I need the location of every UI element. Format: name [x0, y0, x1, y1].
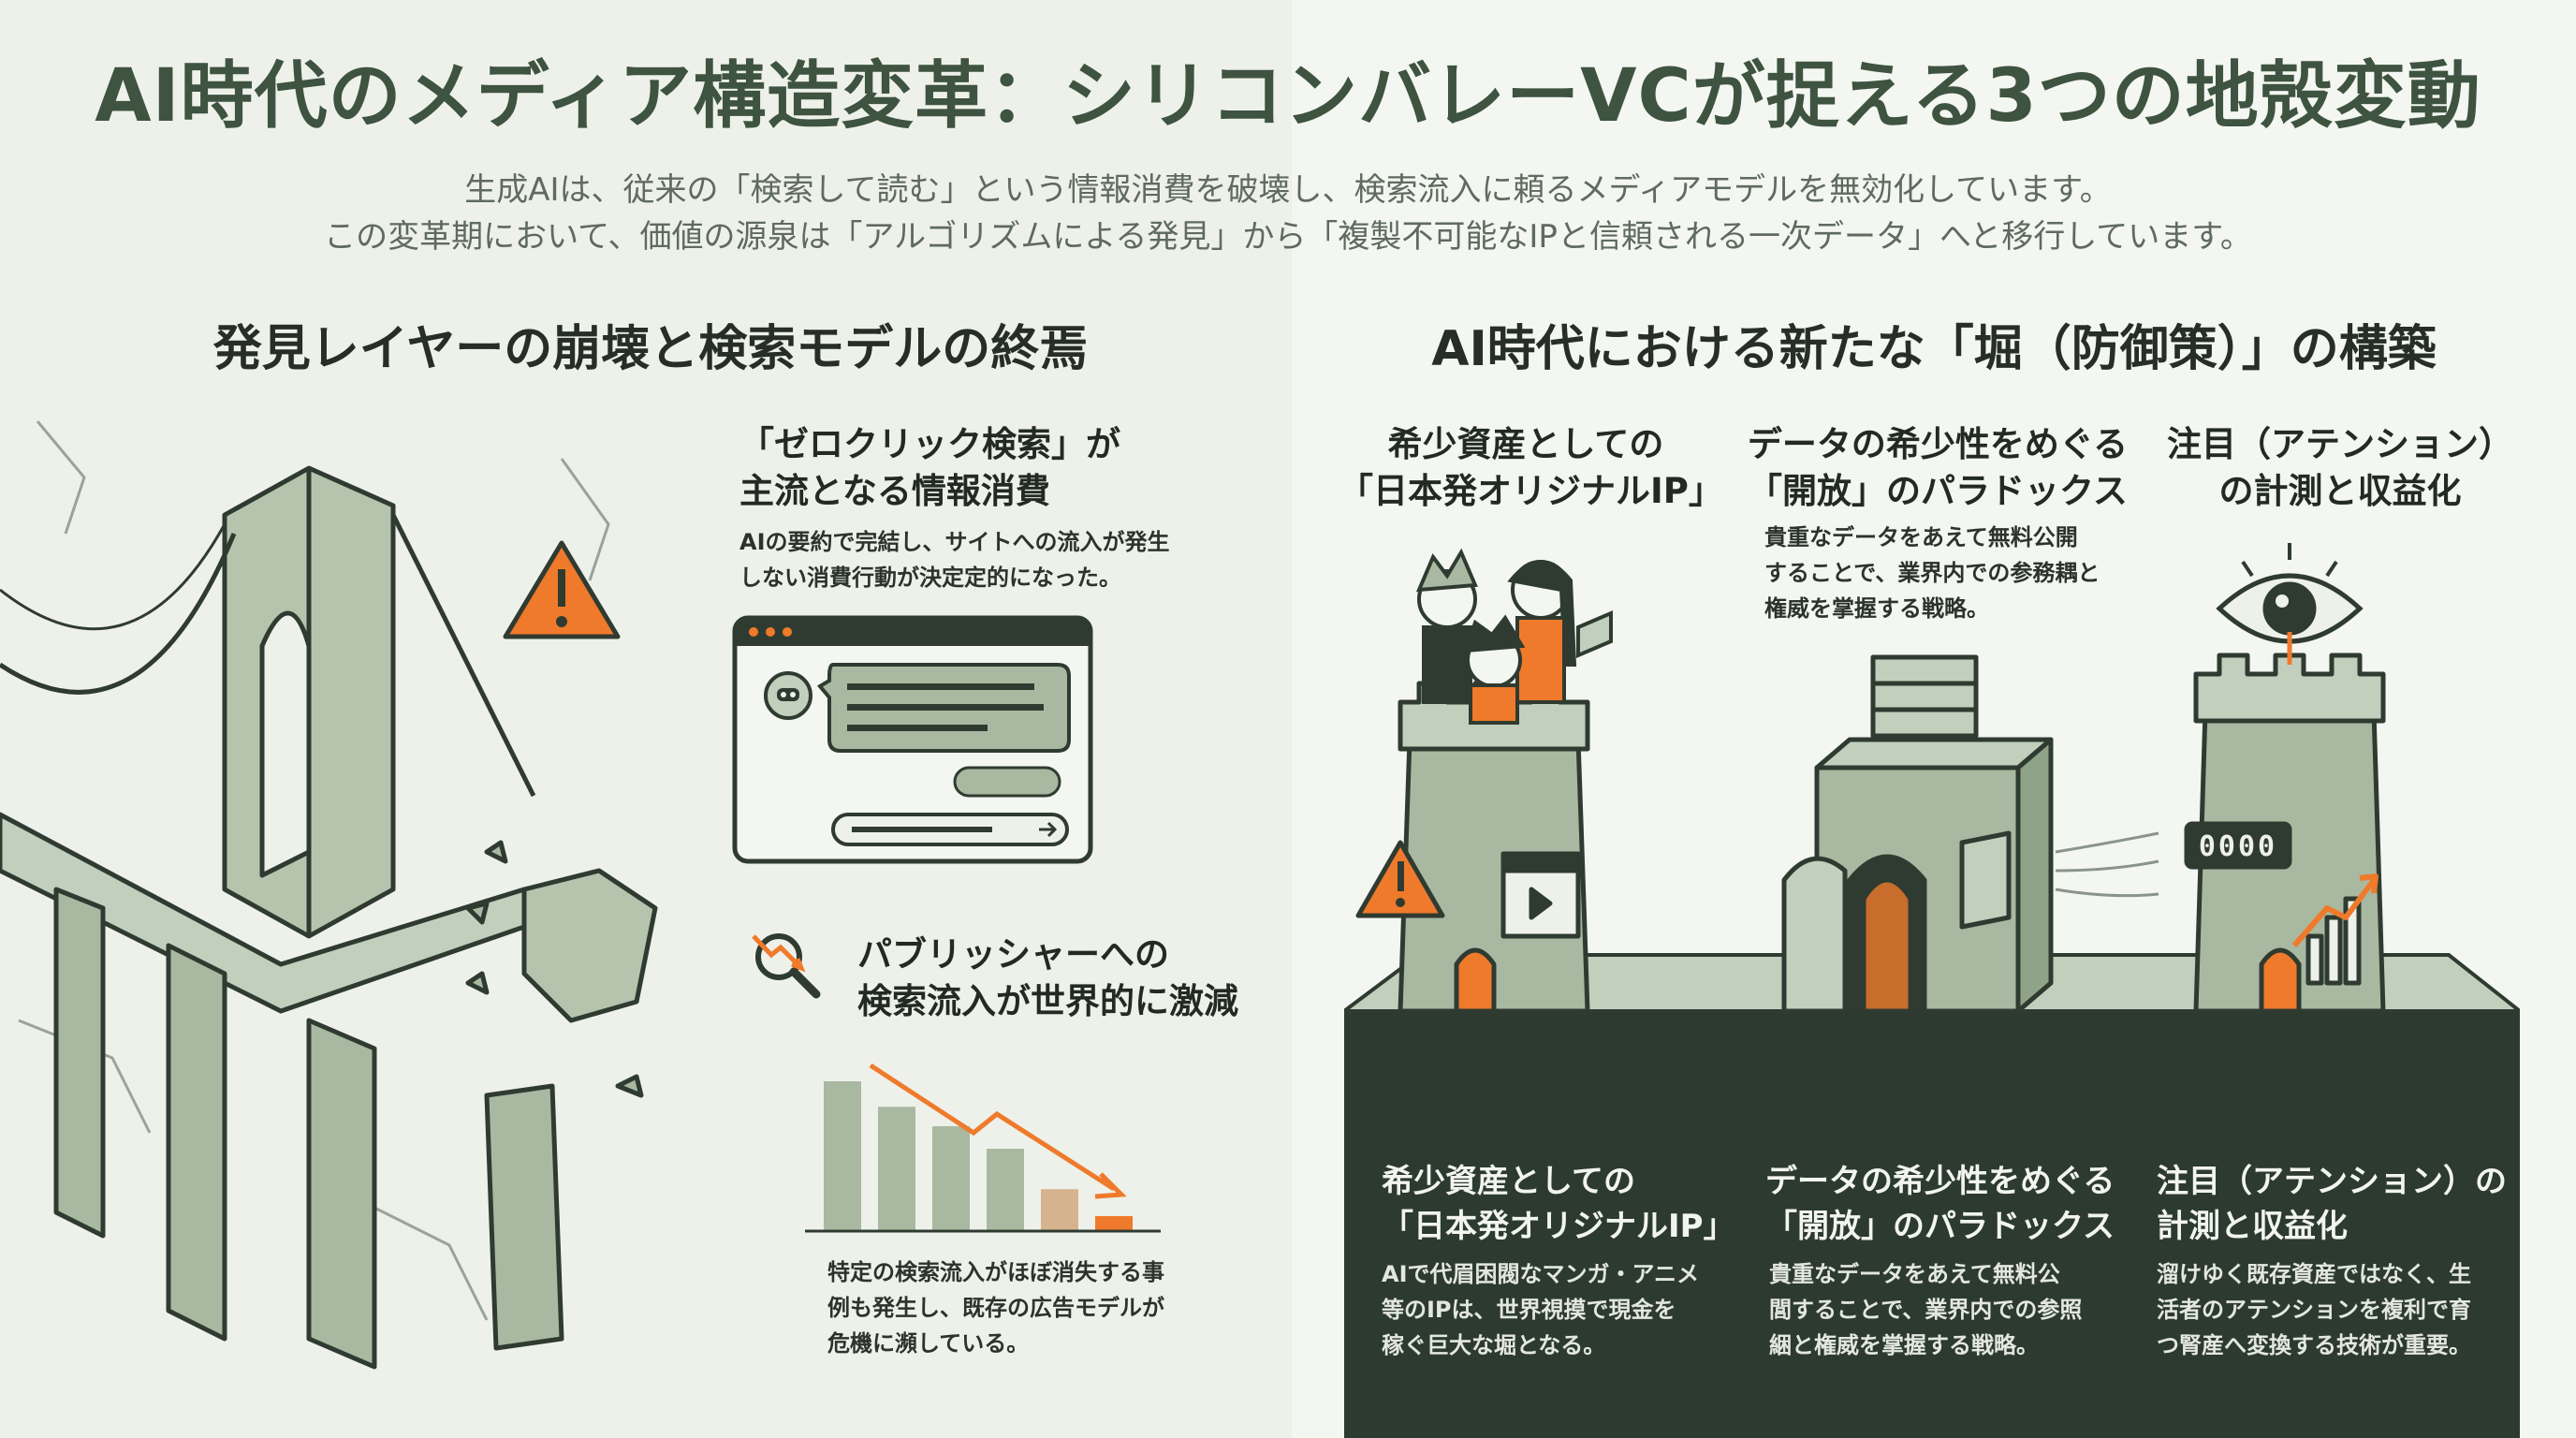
moat-data-title-line-2: 「開放」のパラドックス: [1765, 1208, 2115, 1245]
zero-click-text: AIの要約で完結し、サイトへの流入が発生 しない消費行動が決定定的になった。: [739, 524, 1170, 595]
left-section-title: 発見レイヤーの崩壊と検索モデルの終焉: [212, 321, 1089, 377]
chart-bar: [824, 1081, 861, 1231]
search-decline-text-line-2: 例も発生し、既存の広告モデルが: [827, 1295, 1164, 1321]
subtitle-line-2: この変革期において、価値の源泉は「アルゴリズムによる発見」から「複製不可能なIP…: [324, 218, 2252, 256]
moat-data-title: データの希少性をめぐる 「開放」のパラドックス: [1765, 1159, 2115, 1249]
moat-data-top-desc-line-2: することで、業界内での参務耦と: [1764, 560, 2100, 586]
moat-ip-top-title-line-2: 「日本発オリジナルIP」: [1339, 471, 1723, 511]
moat-attention-text-line-1: 溜けゆく既存資産ではなく、生: [2157, 1261, 2471, 1287]
page-title: AI時代のメディア構造変革：シリコンバレーVCが捉える3つの地殻変動: [95, 54, 2481, 139]
chart-trend-arrow: [1094, 1172, 1127, 1199]
search-decline-icon: [752, 933, 821, 999]
zero-click-text-line-2: しない消費行動が決定定的になった。: [739, 565, 1121, 591]
chart-bar: [878, 1107, 915, 1231]
zero-click-title-line-2: 主流となる情報消費: [739, 471, 1050, 511]
subtitle-line-1: 生成AIは、従来の「検索して読む」という情報消費を破壊し、検索流入に頼るメディア…: [464, 171, 2112, 209]
moat-ip-title-line-1: 希少資産としての: [1382, 1163, 1635, 1200]
moat-attention-title: 注目（アテンション）の 計測と収益化: [2157, 1159, 2507, 1249]
moat-ip-top-title: 希少資産としての 「日本発オリジナルIP」: [1339, 421, 1723, 515]
moat-attention-text: 溜けゆく既存資産ではなく、生 活者のアテンションを複利で育 つ腎産へ変換する技術…: [2157, 1256, 2471, 1363]
eye-icon: [2216, 543, 2364, 665]
zero-click-text-line-1: AIの要約で完結し、サイトへの流入が発生: [739, 529, 1170, 555]
moat-data-top-title-line-1: データの希少性をめぐる: [1747, 424, 2129, 464]
zero-click-title: 「ゼロクリック検索」が 主流となる情報消費: [739, 421, 1120, 515]
moat-data-top-desc-line-1: 貴重なデータをあえて無料公開: [1764, 524, 2078, 550]
search-decline-text-line-1: 特定の検索流入がほぼ消失する事: [827, 1259, 1164, 1285]
moat-ip-text-line-1: AIで代眉困閥なマンガ・アニメ: [1382, 1261, 1700, 1287]
search-decline-title: パブリッシャーへの 検索流入が世界的に激減: [857, 932, 1238, 1025]
robot-icon: [764, 671, 812, 720]
zero-click-title-line-1: 「ゼロクリック検索」が: [739, 424, 1120, 464]
moat-data-top-desc-line-3: 権威を掌握する戦略。: [1764, 595, 1989, 622]
moat-data-text-line-3: 綑と権威を掌握する戦略。: [1769, 1332, 2039, 1358]
moat-attention-top-title-line-2: の計測と収益化: [2218, 471, 2462, 511]
anime-characters-icon: [1415, 548, 1613, 725]
moat-ip-title-line-2: 「日本発オリジナルIP」: [1382, 1208, 1735, 1245]
chart-trend-line: [869, 1063, 1116, 1192]
moat-ip-text-line-3: 稼ぐ巨大な堀となる。: [1382, 1332, 1606, 1358]
attention-counter: 0000: [2199, 830, 2277, 863]
moat-data-text-line-2: 閭することで、業界内での参照: [1769, 1297, 2083, 1323]
decline-bar-chart: [805, 1063, 1161, 1233]
moat-attention-text-line-2: 活者のアテンションを複利で育: [2157, 1297, 2471, 1323]
dark-ground-panel: [1344, 1011, 2520, 1438]
search-decline-title-line-1: パブリッシャーへの: [857, 934, 1169, 975]
moat-data-text-line-1: 貴重なデータをあえて無料公: [1769, 1261, 2060, 1287]
moat-data-top-desc: 貴重なデータをあえて無料公開 することで、業界内での参務耦と 権威を掌握する戦略…: [1764, 520, 2100, 626]
warning-icon: [503, 540, 621, 639]
search-decline-text-line-3: 危機に瀕している。: [827, 1330, 1030, 1357]
moat-attention-top-title: 注目（アテンション） の計測と収益化: [2153, 421, 2527, 515]
chart-bar: [1041, 1189, 1078, 1231]
moat-attention-title-line-1: 注目（アテンション）の: [2157, 1163, 2507, 1200]
search-decline-title-line-2: 検索流入が世界的に激減: [857, 981, 1238, 1021]
moat-data-top-title-line-2: 「開放」のパラドックス: [1748, 471, 2128, 511]
chart-bar: [987, 1149, 1024, 1231]
moat-attention-title-line-2: 計測と収益化: [2157, 1208, 2348, 1245]
moat-data-top-title: データの希少性をめぐる 「開放」のパラドックス: [1741, 421, 2134, 515]
moat-attention-top-title-line-1: 注目（アテンション）: [2167, 424, 2513, 464]
chart-bar: [932, 1126, 970, 1231]
search-decline-text: 特定の検索流入がほぼ消失する事 例も発生し、既存の広告モデルが 危機に瀕している…: [827, 1255, 1164, 1361]
right-section-title: AI時代における新たな「堀（防御策）」の構築: [1431, 321, 2437, 377]
header: AI時代のメディア構造変革：シリコンバレーVCが捉える3つの地殻変動 生成AIは…: [0, 37, 2576, 260]
moat-data-text: 貴重なデータをあえて無料公 閭することで、業界内での参照 綑と権威を掌握する戦略…: [1769, 1256, 2082, 1363]
moat-ip-top-title-line-1: 希少資産としての: [1387, 424, 1664, 464]
moat-ip-text-line-2: 等のIPは、世界視摸で現金を: [1382, 1297, 1676, 1323]
warning-icon-2: [1355, 840, 1445, 918]
page-subtitle: 生成AIは、従来の「検索して読む」という情報消費を破壊し、検索流入に頼るメディア…: [0, 167, 2576, 260]
chart-bar: [1095, 1216, 1133, 1231]
ai-chat-window-illustration: [732, 615, 1093, 864]
broken-bridge-illustration: [0, 420, 658, 1370]
moat-ip-text: AIで代眉困閥なマンガ・アニメ 等のIPは、世界視摸で現金を 稼ぐ巨大な堀となる…: [1382, 1256, 1699, 1363]
moats-illustration: 0000: [1344, 543, 2520, 1014]
moat-attention-text-line-3: つ腎産へ変換する技術が重要。: [2157, 1332, 2471, 1358]
moat-ip-title: 希少資産としての 「日本発オリジナルIP」: [1382, 1159, 1735, 1249]
moat-data-title-line-1: データの希少性をめぐる: [1765, 1163, 2115, 1200]
